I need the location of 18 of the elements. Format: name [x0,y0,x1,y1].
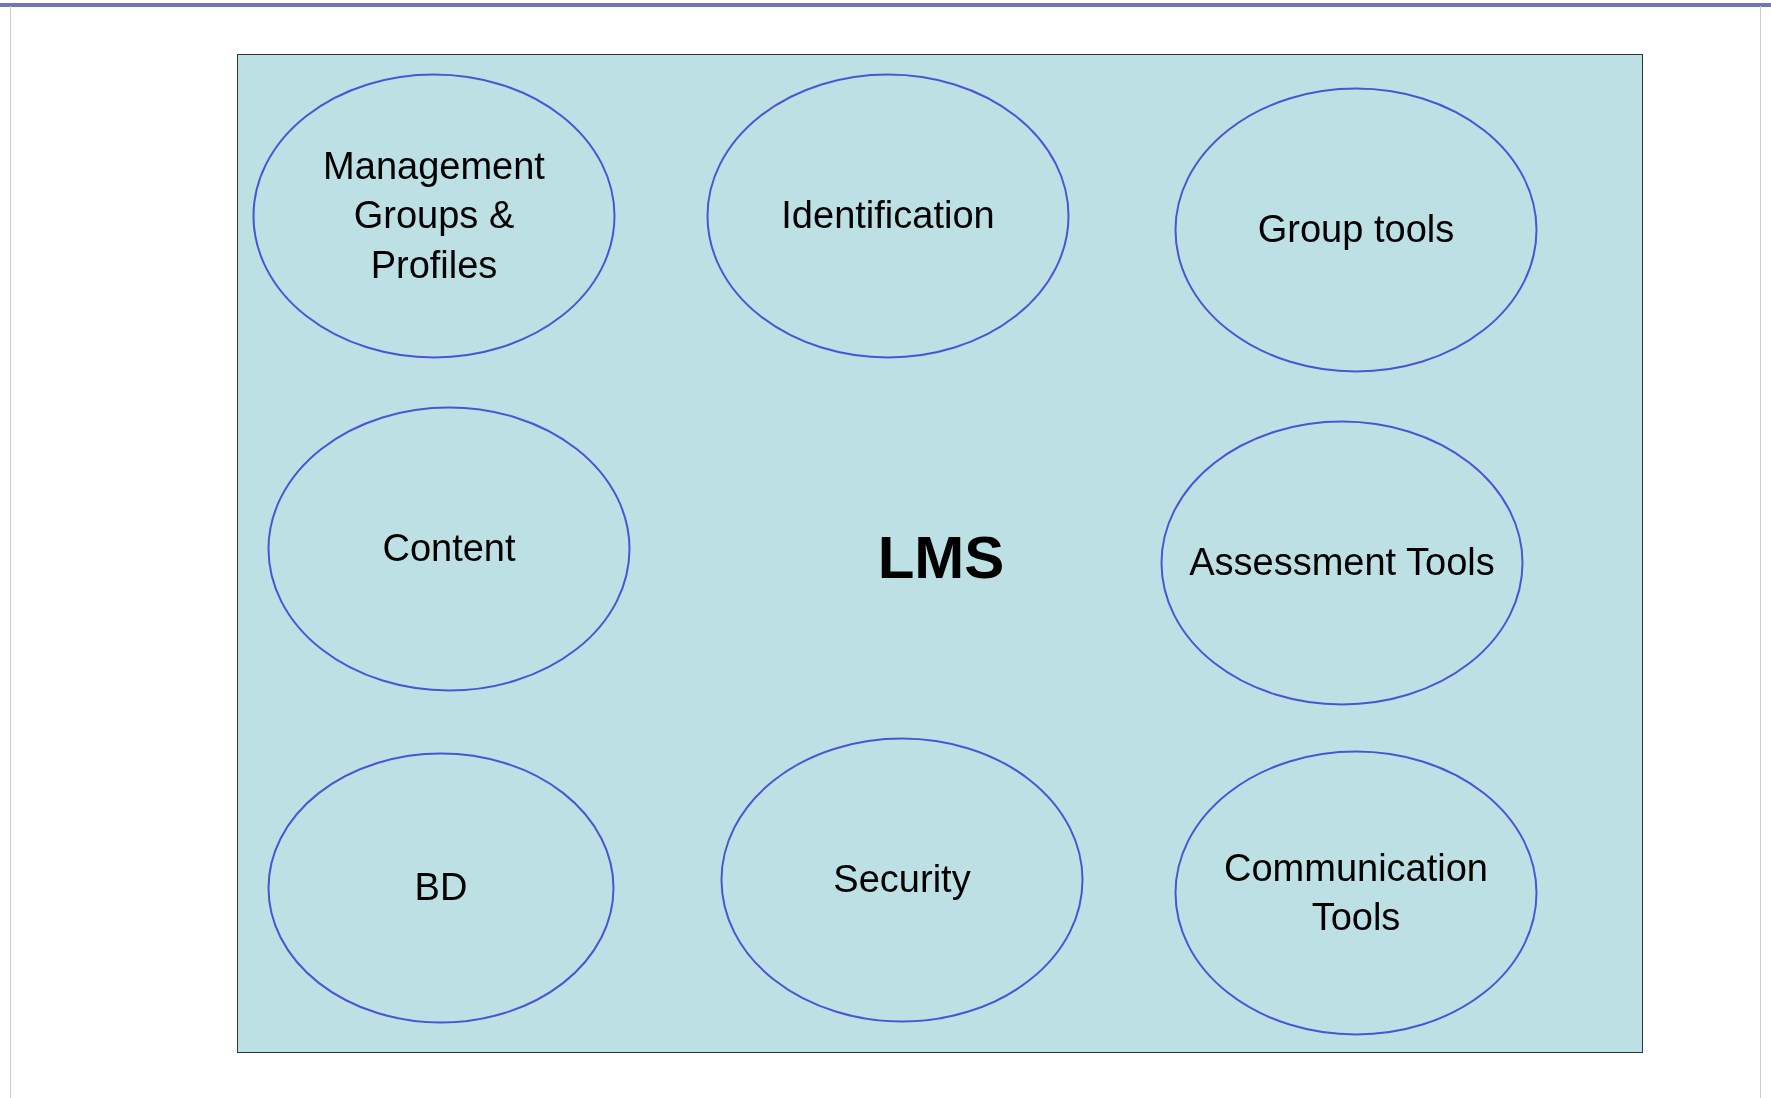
module-label: Group tools [1256,207,1456,253]
module-ellipse [720,737,1084,1023]
container-title: LMS [877,522,1005,592]
module-ellipse [1160,420,1524,706]
module-label: BD [413,865,469,911]
module-ellipse [1174,87,1538,373]
module-ellipse [1174,750,1538,1036]
module-label: Identification [780,193,996,239]
module-ellipse [706,73,1070,359]
module-label: Assessment Tools [1188,540,1496,586]
system-container [237,54,1643,1053]
module-ellipse [252,73,616,359]
module-ellipse [267,406,631,692]
module-label: Management Groups & Profiles [322,143,546,288]
module-ellipse [267,752,615,1024]
module-label: Security [832,857,972,903]
module-label: Communication Tools [1223,845,1489,940]
module-label: Content [381,526,517,572]
